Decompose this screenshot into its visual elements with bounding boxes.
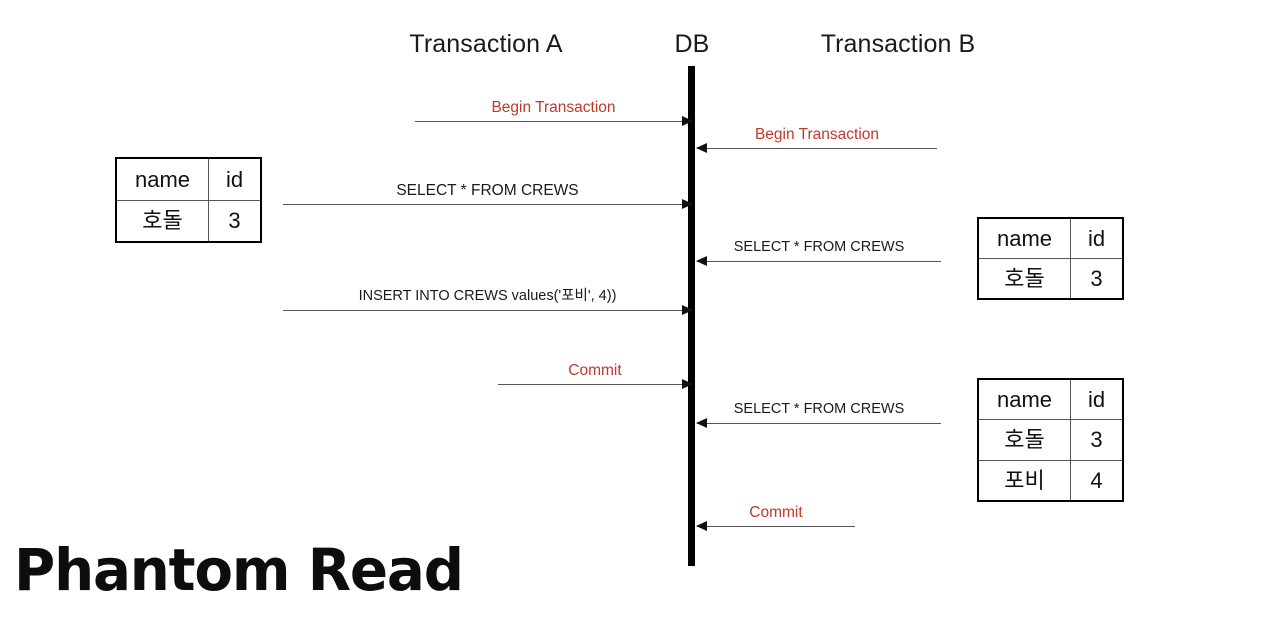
arrow-head xyxy=(696,417,707,428)
message-label: SELECT * FROM CREWS xyxy=(733,401,905,418)
page-title: Phantom Read xyxy=(14,536,464,604)
db-lifeline xyxy=(688,66,695,566)
column-header-transaction-a: Transaction A xyxy=(409,30,563,58)
table-cell-name: 호돌 xyxy=(117,199,210,241)
table-cell-id: 3 xyxy=(1070,258,1122,298)
message-label: Begin Transaction xyxy=(491,98,616,116)
table-header-cell: id xyxy=(1070,380,1122,421)
table-header-row: name id xyxy=(979,219,1122,259)
table-row: 호돌 3 xyxy=(117,199,260,241)
arrow-head xyxy=(682,304,693,315)
arrow-head xyxy=(682,378,693,389)
arrow-head xyxy=(696,255,707,266)
arrow-shaft xyxy=(283,310,692,311)
arrow-head xyxy=(696,142,707,153)
table-header-cell: id xyxy=(208,159,260,201)
table-header-row: name id xyxy=(117,159,260,201)
table-header-cell: name xyxy=(979,380,1072,421)
arrow-head xyxy=(682,198,693,209)
arrow-shaft xyxy=(697,423,941,424)
message-label: Commit xyxy=(568,361,622,379)
arrow-head xyxy=(696,520,707,531)
arrow-head xyxy=(682,115,693,126)
message-label: Begin Transaction xyxy=(754,125,880,143)
table-header-row: name id xyxy=(979,380,1122,421)
message-label: SELECT * FROM CREWS xyxy=(396,181,579,199)
table-cell-id: 4 xyxy=(1070,459,1122,500)
table-header-cell: name xyxy=(979,219,1072,259)
table-cell-id: 3 xyxy=(208,199,260,241)
table-row: 포비 4 xyxy=(979,459,1122,500)
arrow-shaft xyxy=(697,148,937,149)
arrow-shaft xyxy=(415,121,692,122)
table-cell-name: 포비 xyxy=(979,459,1072,500)
arrow-shaft xyxy=(498,384,692,385)
table-row: 호돌 3 xyxy=(979,258,1122,298)
message-label: SELECT * FROM CREWS xyxy=(733,239,905,256)
table-row: 호돌 3 xyxy=(979,419,1122,461)
table-cell-id: 3 xyxy=(1070,419,1122,461)
arrow-shaft xyxy=(697,261,941,262)
arrow-shaft xyxy=(697,526,855,527)
message-label: INSERT INTO CREWS values('포비', 4)) xyxy=(358,288,617,305)
result-table-b-second: name id 호돌 3 포비 4 xyxy=(977,378,1124,502)
table-header-cell: name xyxy=(117,159,210,201)
arrow-shaft xyxy=(283,204,692,205)
column-header-db: DB xyxy=(674,30,710,58)
result-table-a: name id 호돌 3 xyxy=(115,157,262,243)
message-label: Commit xyxy=(749,503,803,521)
table-cell-name: 호돌 xyxy=(979,258,1072,298)
table-cell-name: 호돌 xyxy=(979,419,1072,461)
table-header-cell: id xyxy=(1070,219,1122,259)
column-header-transaction-b: Transaction B xyxy=(820,30,976,58)
result-table-b-first: name id 호돌 3 xyxy=(977,217,1124,300)
